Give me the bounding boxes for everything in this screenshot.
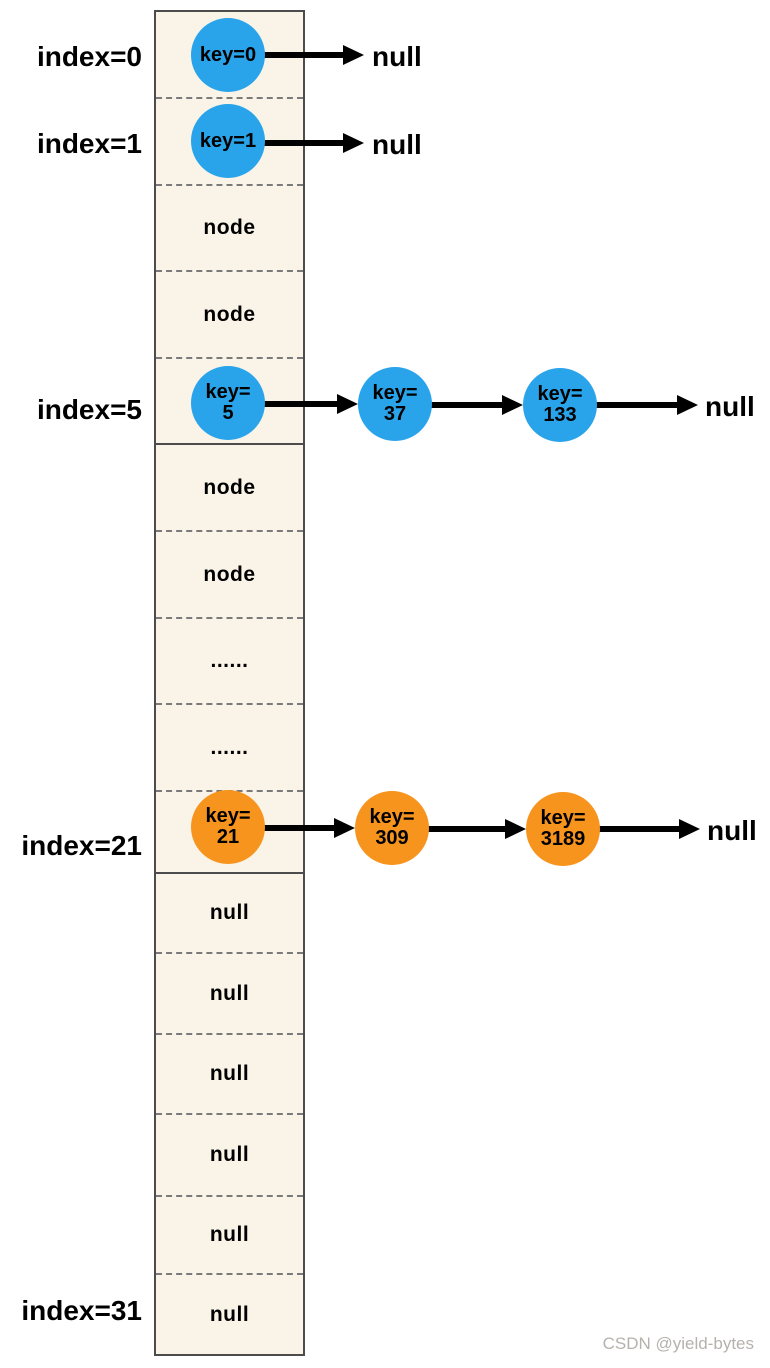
- watermark: CSDN @yield-bytes: [602, 1334, 754, 1353]
- cell-ellipsis: ......: [156, 619, 303, 705]
- node-key-133: key= 133: [523, 368, 597, 442]
- cell-index-1: [156, 99, 303, 186]
- cell-node: node: [156, 186, 303, 272]
- cell-node: node: [156, 445, 303, 532]
- cell-null: null: [156, 954, 303, 1035]
- cell-null: null: [156, 874, 303, 954]
- arrow-key3189-to-null: [598, 819, 700, 839]
- bucket-array: node node node node ...... ...... null n…: [154, 10, 305, 1356]
- null-terminator: null: [707, 815, 757, 846]
- index-label-21: index=21: [21, 830, 142, 861]
- arrow-key37-to-key133: [430, 395, 523, 415]
- node-key-309: key= 309: [355, 791, 429, 865]
- index-label-31: index=31: [21, 1295, 142, 1326]
- cell-index-5: [156, 359, 303, 445]
- null-terminator: null: [372, 41, 422, 72]
- node-key-3189: key= 3189: [526, 792, 600, 866]
- index-label-1: index=1: [36, 128, 142, 159]
- cell-node: node: [156, 272, 303, 359]
- arrow-key1-to-null: [260, 133, 364, 153]
- cell-null: null: [156, 1035, 303, 1115]
- node-key-21: key= 21: [191, 790, 265, 864]
- node-key-5: key= 5: [191, 366, 265, 440]
- cell-null: null: [156, 1115, 303, 1197]
- index-label-0: index=0: [36, 41, 142, 72]
- node-key-37: key= 37: [358, 367, 432, 441]
- cell-index-21: [156, 792, 303, 874]
- arrow-key21-to-key309: [263, 818, 355, 838]
- arrow-key133-to-null: [595, 395, 698, 415]
- arrow-key0-to-null: [260, 45, 364, 65]
- cell-index-0: [156, 12, 303, 99]
- null-terminator: null: [372, 129, 422, 160]
- index-label-5: index=5: [36, 394, 142, 425]
- cell-null: null: [156, 1197, 303, 1275]
- null-terminator: null: [705, 391, 755, 422]
- cell-ellipsis: ......: [156, 705, 303, 792]
- node-key-0: key=0: [191, 18, 265, 92]
- arrow-key5-to-key37: [263, 394, 358, 414]
- node-key-1: key=1: [191, 104, 265, 178]
- arrow-key309-to-key3189: [427, 819, 526, 839]
- cell-index-31-null: null: [209, 1302, 250, 1326]
- cell-node: node: [156, 532, 303, 619]
